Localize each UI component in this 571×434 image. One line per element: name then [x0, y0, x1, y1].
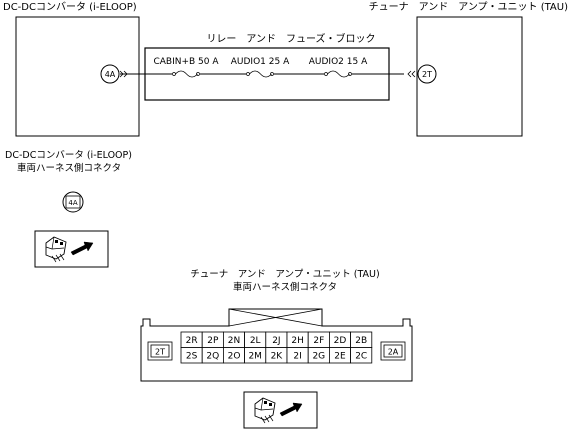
terminal-label: 2K — [271, 351, 284, 361]
fuse-cabin: CABIN+B 50 A — [153, 57, 219, 79]
connector-4a-label: 4A — [105, 70, 116, 79]
connector-tau-terminal-grid: 2R 2P 2N 2L 2J 2H 2F 2D 2B 2S 2Q 2O 2M 2K 2I 2G 2E 2C — [180, 331, 373, 364]
terminal-label: 2H — [291, 336, 304, 346]
right-module-box — [416, 16, 523, 137]
terminal-label: 2B — [355, 336, 367, 346]
terminal-label: 2N — [228, 336, 240, 346]
wiring-section: DC-DCコンバータ (i-ELOOP) チューナ アンド アンプ・ユニット (… — [3, 1, 568, 137]
connector-2a-id-label: 2A — [388, 348, 399, 357]
terminal-label: 2J — [272, 336, 280, 346]
terminal-cell — [350, 347, 373, 364]
harness-side-view-icon — [34, 230, 109, 268]
terminal-label: 2L — [250, 336, 261, 346]
connector-tau-title-1: チューナ アンド アンプ・ユニット (TAU) — [190, 269, 379, 280]
harness-side-view-icon — [243, 391, 318, 429]
connector-4a-face-circle — [62, 191, 84, 213]
terminal-label: 2P — [207, 336, 219, 346]
connector-4a-face-box — [65, 195, 81, 209]
terminal-label: 2S — [186, 351, 198, 361]
connector-4a-section: DC-DCコンバータ (i-ELOOP) 車両ハーネス側コネクタ 4A — [5, 150, 132, 268]
connector-4a-circle — [100, 64, 120, 84]
connector-2t-id-box — [150, 344, 170, 358]
connector-tau-section: チューナ アンド アンプ・ユニット (TAU) 車両ハーネス側コネクタ 2R 2P… — [140, 269, 413, 429]
connector-4a-title-1: DC-DCコンバータ (i-ELOOP) — [5, 150, 132, 161]
connector-4a-arrow — [119, 70, 128, 78]
terminal-label: 2G — [312, 351, 325, 361]
connector-4a-face-label: 4A — [68, 199, 77, 207]
terminal-label: 2M — [248, 351, 262, 361]
connector-2t-arrow — [407, 70, 416, 78]
terminal-label: 2I — [293, 351, 301, 361]
left-module-box — [15, 16, 140, 137]
left-module-title: DC-DCコンバータ (i-ELOOP) — [3, 1, 137, 13]
fuse-audio2: AUDIO2 15 A — [309, 57, 368, 79]
connector-2t-circle — [417, 64, 437, 84]
fuse-audio2-label: AUDIO2 15 A — [309, 57, 368, 67]
connector-4a-title-2: 車両ハーネス側コネクタ — [17, 162, 121, 174]
terminal-label: 2R — [186, 336, 198, 346]
terminal-label: 2E — [334, 351, 346, 361]
fuse-audio1-label: AUDIO1 25 A — [231, 57, 290, 67]
terminal-label: 2F — [313, 336, 324, 346]
terminal-label: 2Q — [206, 351, 219, 361]
fuse-block-title: リレー アンド フューズ・ブロック — [206, 32, 375, 45]
terminal-label: 2D — [334, 336, 347, 346]
fuse-audio1: AUDIO1 25 A — [231, 57, 290, 79]
terminal-label: 2O — [228, 351, 241, 361]
right-module-title: チューナ アンド アンプ・ユニット (TAU) — [369, 1, 568, 13]
connector-tau-lock — [228, 308, 323, 327]
connector-tau-title-2: 車両ハーネス側コネクタ — [233, 281, 337, 293]
terminal-label: 2C — [355, 351, 367, 361]
connector-2t-id-label: 2T — [155, 348, 165, 357]
connector-2t-label: 2T — [422, 70, 432, 79]
fuse-cabin-label: CABIN+B 50 A — [153, 57, 219, 67]
connector-2a-id-box — [383, 344, 403, 358]
